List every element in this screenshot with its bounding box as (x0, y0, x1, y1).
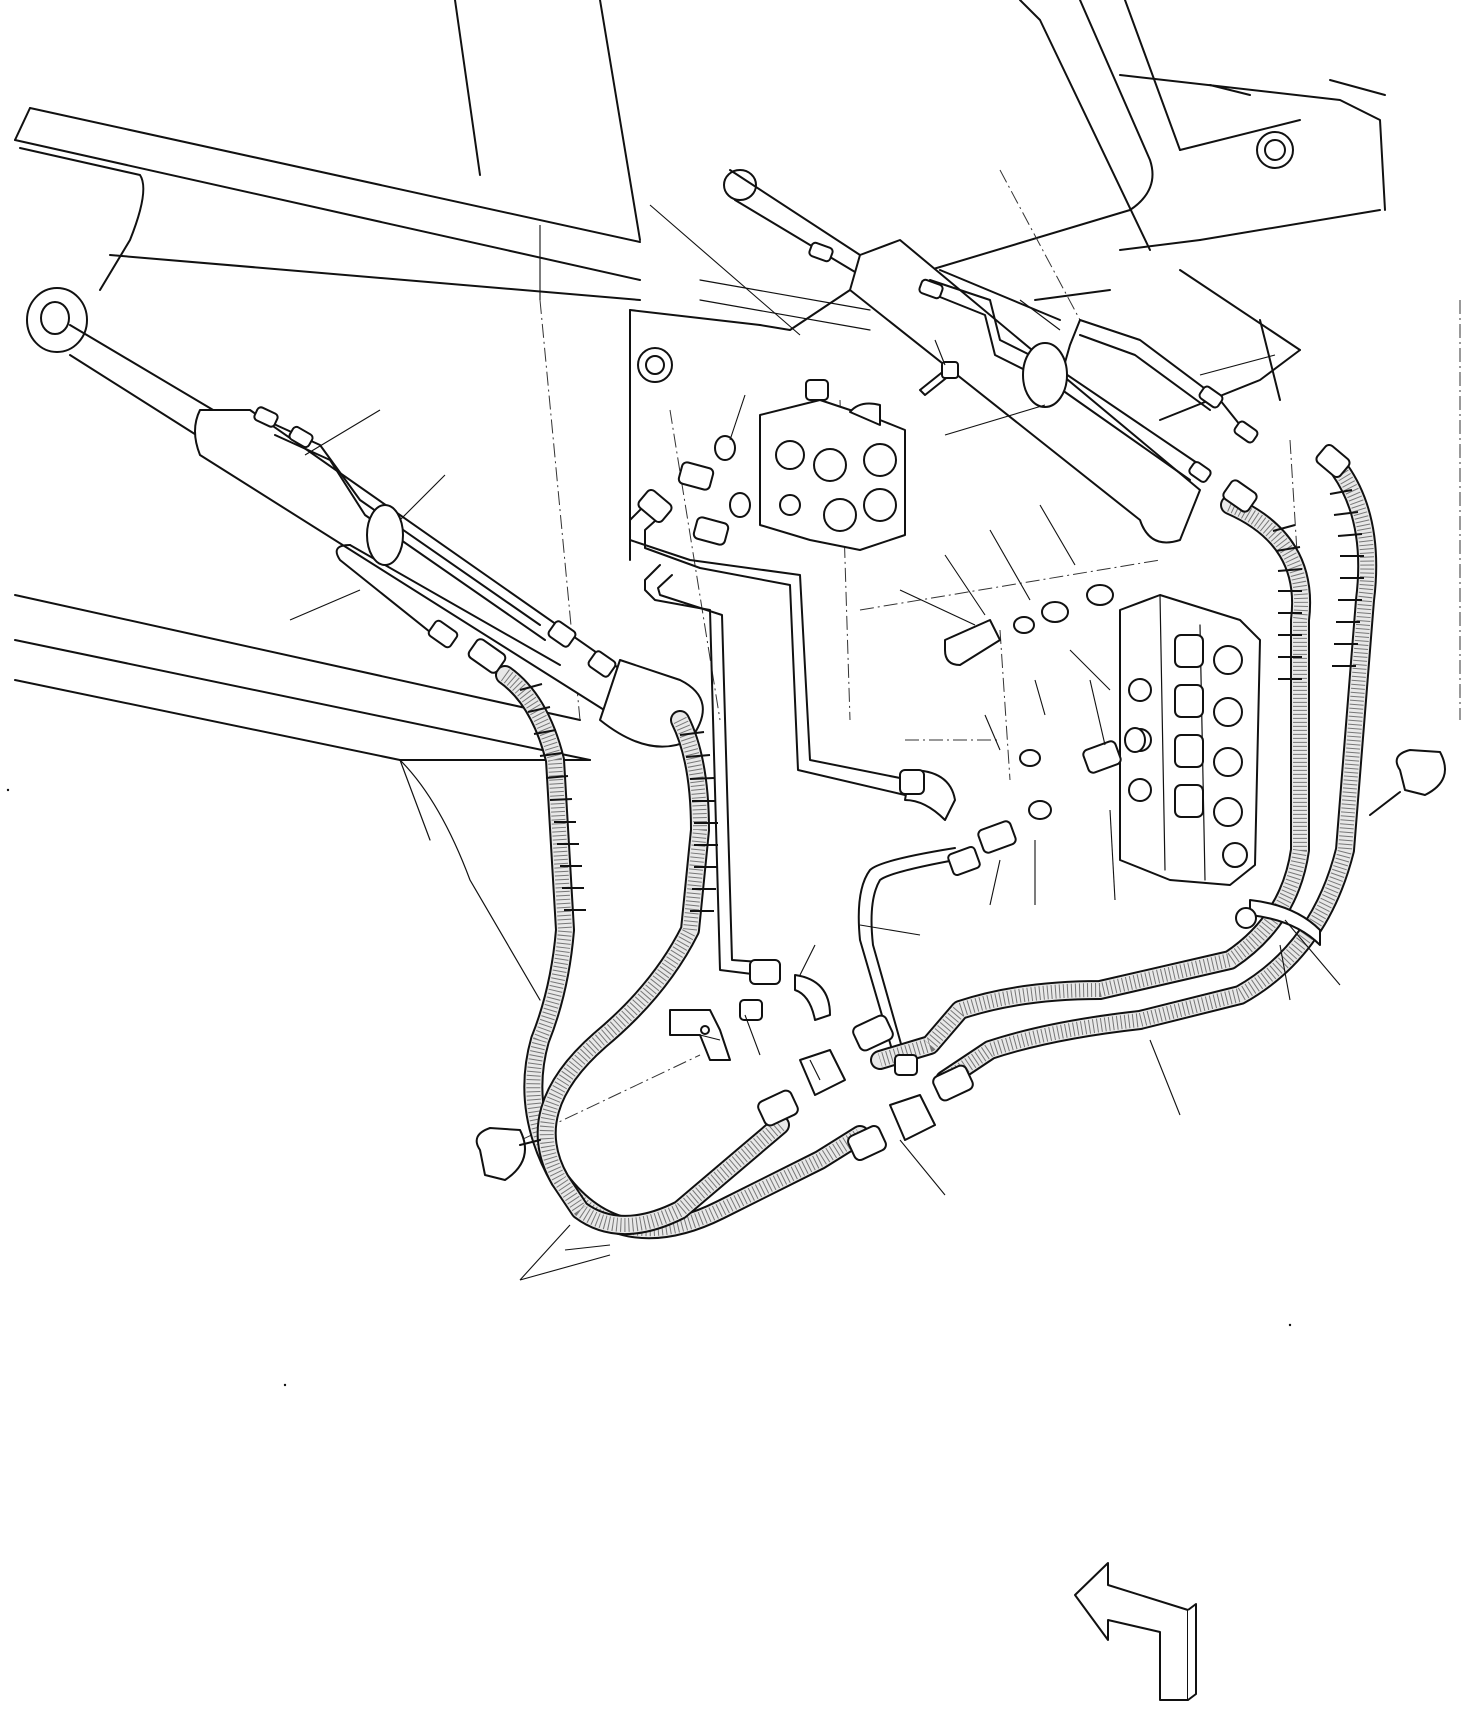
boss-upper (723, 169, 757, 201)
control-valve (1119, 594, 1261, 886)
fittings (253, 241, 1446, 1181)
specks (6, 788, 1292, 1387)
leader-lines (289, 204, 1341, 1281)
knob-left (475, 1127, 526, 1181)
machine-frame (14, 0, 1386, 1001)
direction-arrow-icon (1074, 1562, 1197, 1701)
tube-clip-right (1022, 342, 1068, 408)
pilot-valve (759, 399, 906, 551)
tube-clip-left (366, 504, 404, 566)
knob-right (1395, 749, 1446, 796)
rigid-tubes (264, 279, 1241, 1061)
